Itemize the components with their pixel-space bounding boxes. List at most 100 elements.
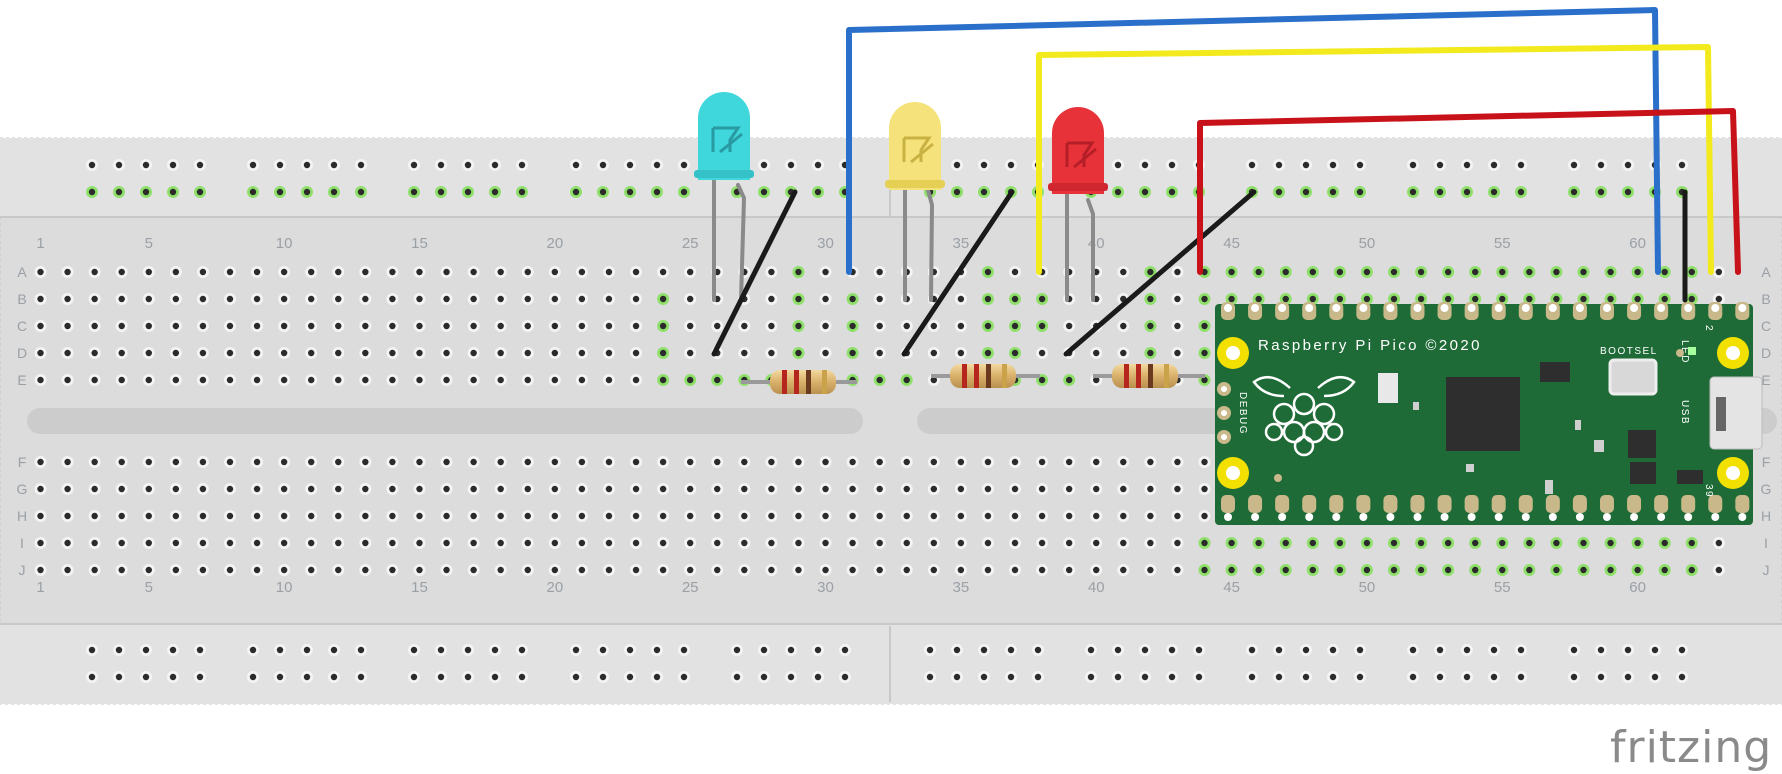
pico-pin [1735, 495, 1750, 521]
breadboard-hole [765, 293, 778, 305]
breadboard-hole [223, 564, 236, 576]
breadboard-hole [88, 564, 101, 576]
pico-pin [1572, 302, 1587, 320]
breadboard-hole [630, 347, 643, 359]
breadboard-hole [684, 483, 697, 495]
breadboard-hole [251, 266, 264, 278]
breadboard-hole [602, 347, 615, 359]
breadboard-hole [61, 374, 74, 386]
rail-hole [194, 186, 206, 198]
breadboard-hole [1577, 564, 1590, 576]
breadboard-hole [1090, 347, 1103, 359]
breadboard-hole [1685, 537, 1698, 549]
breadboard-hole [413, 293, 426, 305]
breadboard-hole [386, 510, 399, 522]
rail-hole [570, 159, 582, 171]
rail-hole [1327, 159, 1339, 171]
breadboard-hole [1225, 266, 1238, 278]
row-letter-left: H [17, 508, 27, 524]
breadboard-hole [223, 537, 236, 549]
rail-hole [1112, 644, 1124, 656]
breadboard-hole [34, 347, 47, 359]
rail-hole [1005, 644, 1017, 656]
rail-hole [1300, 671, 1312, 683]
rail-hole [1568, 671, 1580, 683]
rp2040-chip-icon [1446, 377, 1520, 451]
breadboard-hole [819, 347, 832, 359]
breadboard-hole [34, 320, 47, 332]
breadboard-hole [765, 564, 778, 576]
column-number-label: 40 [1088, 579, 1105, 596]
rail-hole [624, 671, 636, 683]
breadboard-hole [440, 293, 453, 305]
breadboard-hole [738, 320, 751, 332]
blue-wire [846, 7, 1661, 275]
row-letter-right: I [1764, 535, 1768, 551]
column-number-label: 15 [411, 579, 428, 596]
breadboard-hole [1090, 510, 1103, 522]
breadboard-hole [657, 456, 670, 468]
bootsel-button [1608, 358, 1658, 396]
breadboard-hole [223, 510, 236, 522]
breadboard-hole [196, 510, 209, 522]
pico-pin [1437, 495, 1452, 521]
breadboard-hole [1225, 564, 1238, 576]
breadboard-hole [61, 483, 74, 495]
breadboard-hole [630, 564, 643, 576]
rail-hole [1488, 644, 1500, 656]
rail-hole [274, 186, 286, 198]
row-letter-right: G [1761, 481, 1772, 497]
led-label: LED [1679, 340, 1690, 364]
breadboard-hole [1009, 537, 1022, 549]
breadboard-hole [1117, 456, 1130, 468]
breadboard-hole [251, 293, 264, 305]
breadboard-hole [413, 564, 426, 576]
rail-hole [1434, 186, 1446, 198]
rail-hole [516, 671, 528, 683]
breadboard-hole [548, 320, 561, 332]
breadboard-hole [630, 266, 643, 278]
rail-hole [328, 186, 340, 198]
breadboard-hole [1063, 374, 1076, 386]
rail-hole [1032, 644, 1044, 656]
breadboard-hole [819, 564, 832, 576]
breadboard-hole [575, 347, 588, 359]
breadboard-hole [1063, 564, 1076, 576]
led-red [1048, 107, 1108, 194]
breadboard-hole [467, 510, 480, 522]
breadboard-hole [305, 266, 318, 278]
breadboard-hole [142, 564, 155, 576]
rail-hole [978, 186, 990, 198]
breadboard-hole [1198, 293, 1211, 305]
row-letter-left: F [18, 454, 27, 470]
breadboard-hole [711, 320, 724, 332]
rail-hole [1515, 644, 1527, 656]
breadboard-hole [792, 510, 805, 522]
breadboard-hole [684, 510, 697, 522]
yellow-wire [1036, 44, 1714, 275]
breadboard-hole [88, 347, 101, 359]
breadboard-hole [440, 456, 453, 468]
breadboard-hole [1415, 564, 1428, 576]
breadboard-hole [711, 483, 724, 495]
breadboard-hole [954, 483, 967, 495]
breadboard-hole [873, 293, 886, 305]
breadboard-hole [1117, 320, 1130, 332]
breadboard-hole [1036, 456, 1049, 468]
rail-hole [194, 644, 206, 656]
breadboard-hole [88, 483, 101, 495]
breadboard-hole [575, 320, 588, 332]
breadboard-hole [467, 266, 480, 278]
breadboard-hole [1496, 564, 1509, 576]
breadboard-hole [873, 320, 886, 332]
rail-hole [731, 671, 743, 683]
fritzing-logo: fritzing [1610, 722, 1772, 773]
breadboard-hole [873, 564, 886, 576]
breadboard-hole [61, 266, 74, 278]
breadboard-hole [684, 347, 697, 359]
breadboard-hole [630, 293, 643, 305]
led-yellow [885, 102, 945, 190]
raspberry-logo-icon [1252, 375, 1356, 457]
column-number-label: 50 [1359, 235, 1376, 252]
rail-hole [1407, 671, 1419, 683]
